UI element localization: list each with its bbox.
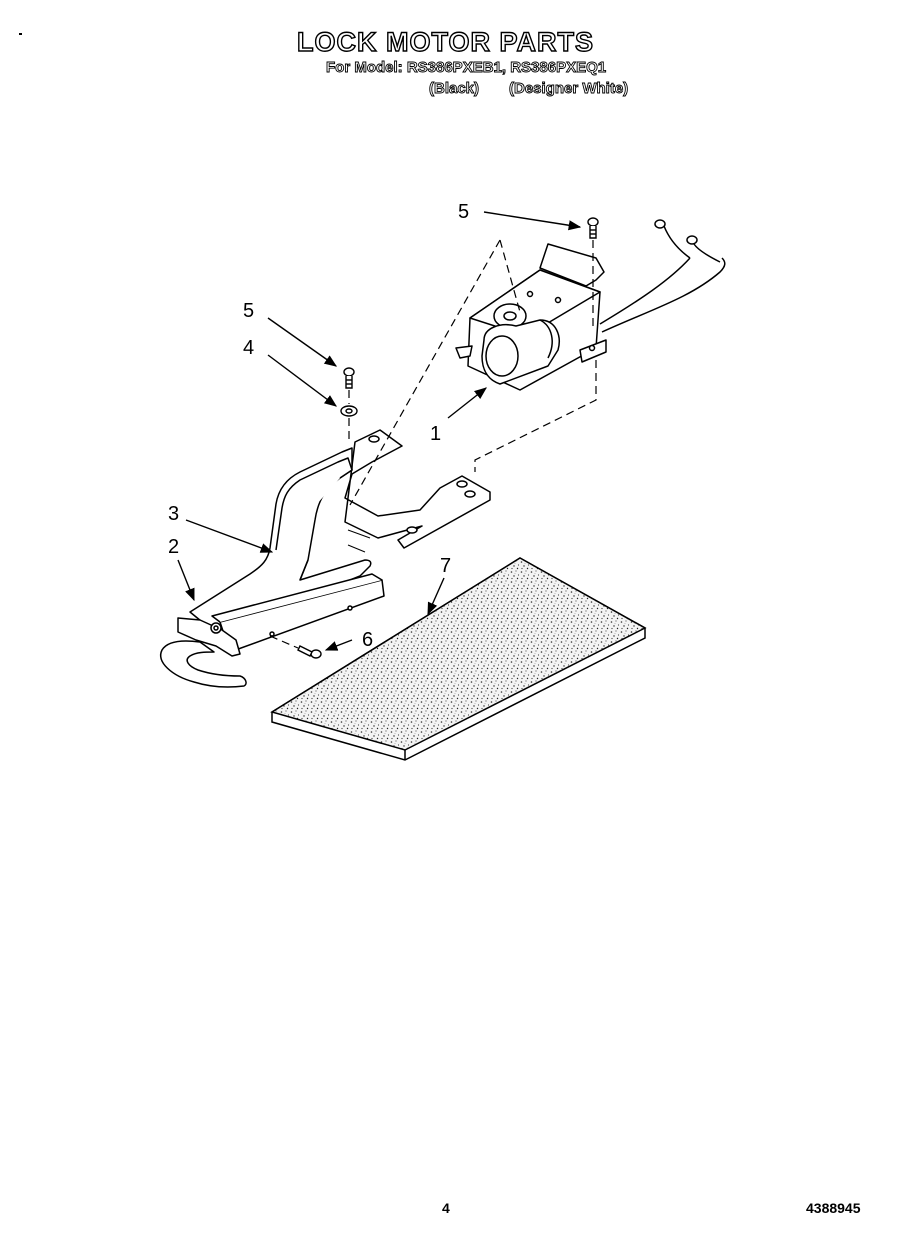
page-title: LOCK MOTOR PARTS: [296, 26, 594, 57]
lock-bracket: [160, 429, 491, 688]
screw-top: [587, 217, 599, 239]
insulation-pad: [270, 557, 647, 761]
callout-2: 2: [168, 536, 179, 558]
scan-mark: [19, 33, 22, 35]
document-number: 4388945: [806, 1200, 861, 1216]
assembly-lines: [269, 239, 597, 649]
lock-motor: [455, 219, 726, 391]
callout-5-top: 5: [458, 201, 469, 223]
washer: [340, 405, 358, 417]
callout-5-left: 5: [243, 300, 254, 322]
variant-white-label: (Designer White): [509, 80, 629, 98]
header: LOCK MOTOR PARTS: [0, 26, 897, 58]
screw-left: [343, 367, 355, 389]
callout-3: 3: [168, 503, 179, 525]
screw-bottom: [297, 645, 322, 659]
model-line: For Model: RS386PXEB1, RS386PXEQ1: [326, 59, 607, 77]
callout-6: 6: [362, 629, 373, 651]
callout-1: 1: [430, 423, 441, 445]
leader-arrows: [177, 211, 582, 651]
callout-7: 7: [440, 555, 451, 577]
page-number: 4: [442, 1200, 450, 1216]
variant-black-label: (Black): [429, 80, 480, 98]
callout-4: 4: [243, 337, 254, 359]
